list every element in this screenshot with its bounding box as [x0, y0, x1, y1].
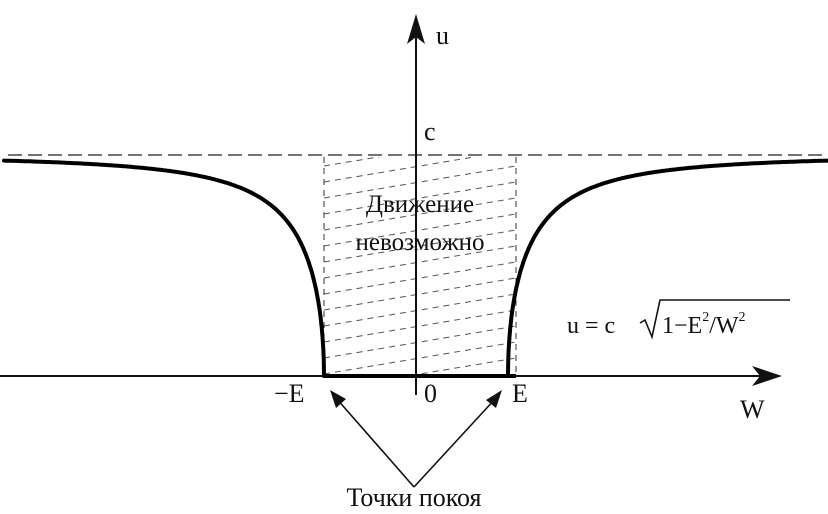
u-axis-label: u [436, 21, 449, 50]
formula-lhs: u = c [567, 313, 615, 339]
minus-e-label: −E [274, 379, 305, 408]
e-label: E [512, 379, 528, 408]
formula-sup2: 2 [739, 310, 746, 325]
formula-slash: /W [709, 313, 739, 339]
region-label-line1: Движение [366, 191, 474, 218]
w-axis-label: W [740, 395, 765, 424]
region-label-line2: невозможно [356, 229, 485, 256]
w-axis-arrowhead [752, 366, 782, 386]
c-label: c [424, 117, 436, 146]
hatch-line [324, 325, 516, 359]
forbidden-region-hatching [324, 118, 516, 376]
hatch-line [324, 261, 516, 295]
formula-sup1: 2 [702, 310, 709, 325]
hatch-line [324, 309, 516, 343]
hatch-line [324, 157, 382, 167]
u-axis-arrowhead [407, 14, 425, 44]
pointer-to-minus-e [335, 397, 415, 488]
formula-body: 1−E2/W2 [662, 310, 746, 339]
velocity-curve-right [506, 158, 828, 378]
velocity-curve-left [2, 158, 326, 378]
hatch-line [324, 277, 516, 311]
pointer-to-e [413, 397, 497, 488]
hatch-line [324, 341, 516, 375]
hatch-line [324, 293, 516, 327]
rest-points-label: Точки покоя [346, 483, 481, 512]
sqrt-sign [639, 299, 790, 340]
formula-body-main: 1−E [662, 313, 702, 339]
pointer-to-e-head [486, 390, 502, 408]
hatch-line [324, 118, 516, 150]
hatch-line [500, 373, 516, 376]
pointer-to-minus-e-head [330, 390, 346, 408]
velocity-formula: u = c 1−E2/W2 [567, 299, 790, 340]
origin-label: 0 [424, 379, 437, 408]
